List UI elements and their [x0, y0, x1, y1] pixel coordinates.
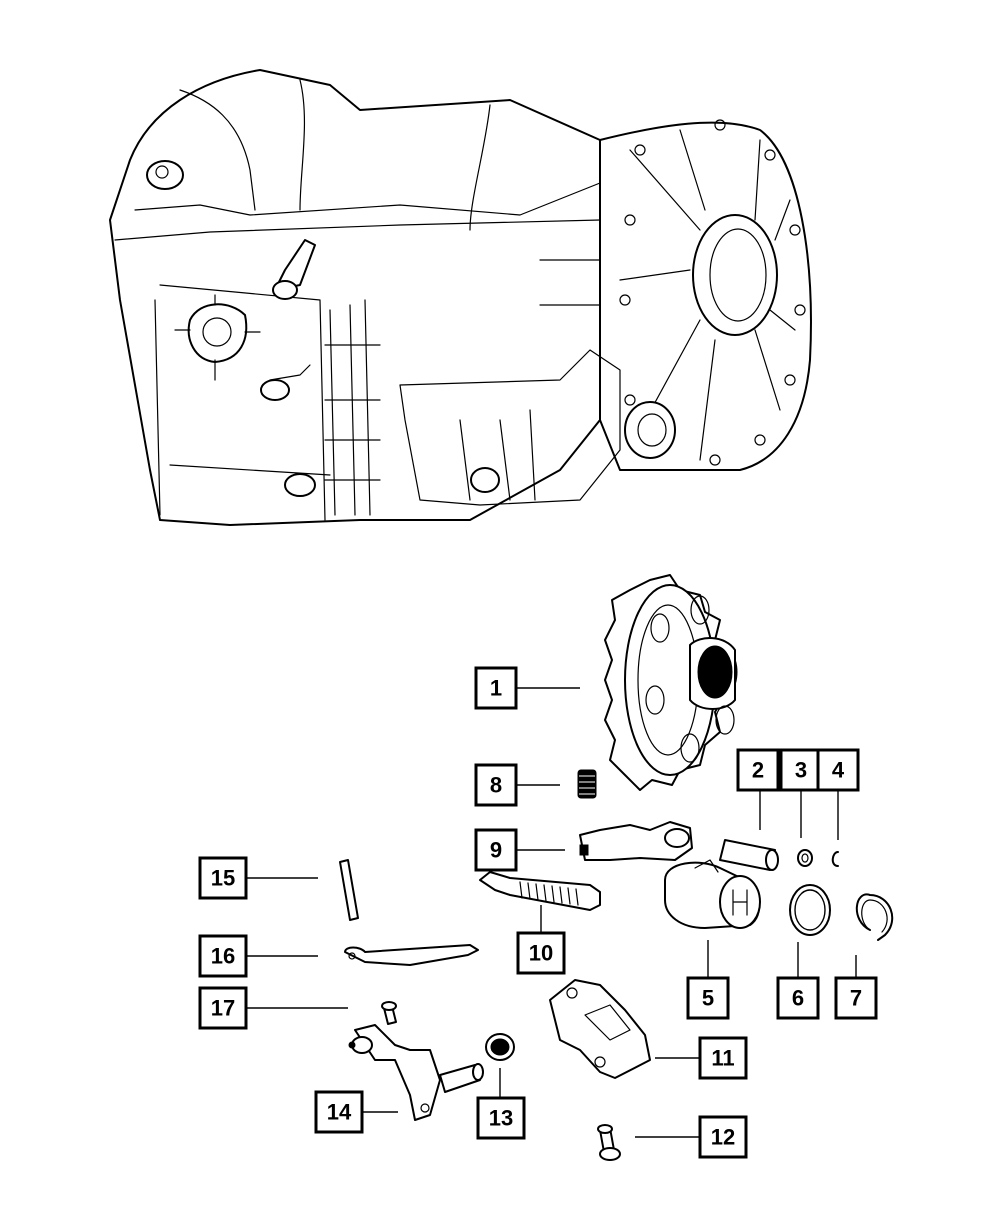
callout-11: 11	[698, 1036, 748, 1080]
callout-label: 9	[490, 838, 502, 863]
part-7-snap-ring	[855, 893, 894, 941]
part-8-spring	[577, 769, 597, 799]
callout-label: 4	[832, 758, 845, 783]
callout-label: 3	[795, 758, 807, 783]
part-17-bolt	[381, 1001, 397, 1025]
callout-5: 5	[686, 976, 730, 1020]
transmission-case	[109, 69, 812, 526]
callout-15: 15	[198, 856, 248, 900]
callout-13: 13	[476, 1096, 526, 1140]
callout-17: 17	[198, 986, 248, 1030]
callout-label: 13	[489, 1106, 513, 1131]
callout-label: 12	[711, 1125, 735, 1150]
callout-6: 6	[776, 976, 820, 1020]
callout-label: 5	[702, 986, 714, 1011]
callout-4: 4	[816, 748, 860, 792]
callout-label: 6	[792, 986, 804, 1011]
callout-12: 12	[698, 1115, 748, 1159]
leader-lines	[246, 687, 857, 1138]
callout-label: 11	[711, 1046, 734, 1071]
part-9-park-pawl	[579, 821, 693, 861]
callout-16: 16	[198, 934, 248, 978]
callout-3: 3	[779, 748, 823, 792]
callout-label: 1	[490, 676, 502, 701]
part-4-clip	[831, 851, 839, 867]
part-3-washer	[797, 849, 813, 867]
part-14-manual-shaft	[348, 1024, 484, 1121]
callout-8: 8	[474, 763, 518, 807]
callout-label: 7	[850, 986, 862, 1011]
callout-label: 14	[327, 1100, 352, 1125]
callout-label: 2	[752, 758, 764, 783]
part-10-actuator-rod	[479, 871, 601, 911]
part-13-shaft-seal	[485, 1033, 515, 1061]
callout-14: 14	[314, 1090, 364, 1134]
callout-label: 16	[211, 944, 235, 969]
part-5-guide-bracket	[664, 859, 761, 929]
callout-1: 1	[474, 666, 518, 710]
part-1-park-gear	[604, 574, 738, 791]
part-2-pivot-pin	[719, 839, 779, 871]
callout-10: 10	[516, 931, 566, 975]
callout-label: 17	[211, 996, 235, 1021]
part-16-link-plate	[344, 944, 479, 966]
part-6-seal-ring	[789, 884, 831, 936]
part-12-bolt	[597, 1124, 621, 1161]
part-15-pin	[339, 859, 359, 921]
callout-label: 10	[529, 941, 553, 966]
callout-label: 8	[490, 773, 502, 798]
callout-label: 15	[211, 866, 235, 891]
part-11-detent-plate	[549, 979, 651, 1079]
callout-9: 9	[474, 828, 518, 872]
callout-7: 7	[834, 976, 878, 1020]
callout-2: 2	[736, 748, 780, 792]
